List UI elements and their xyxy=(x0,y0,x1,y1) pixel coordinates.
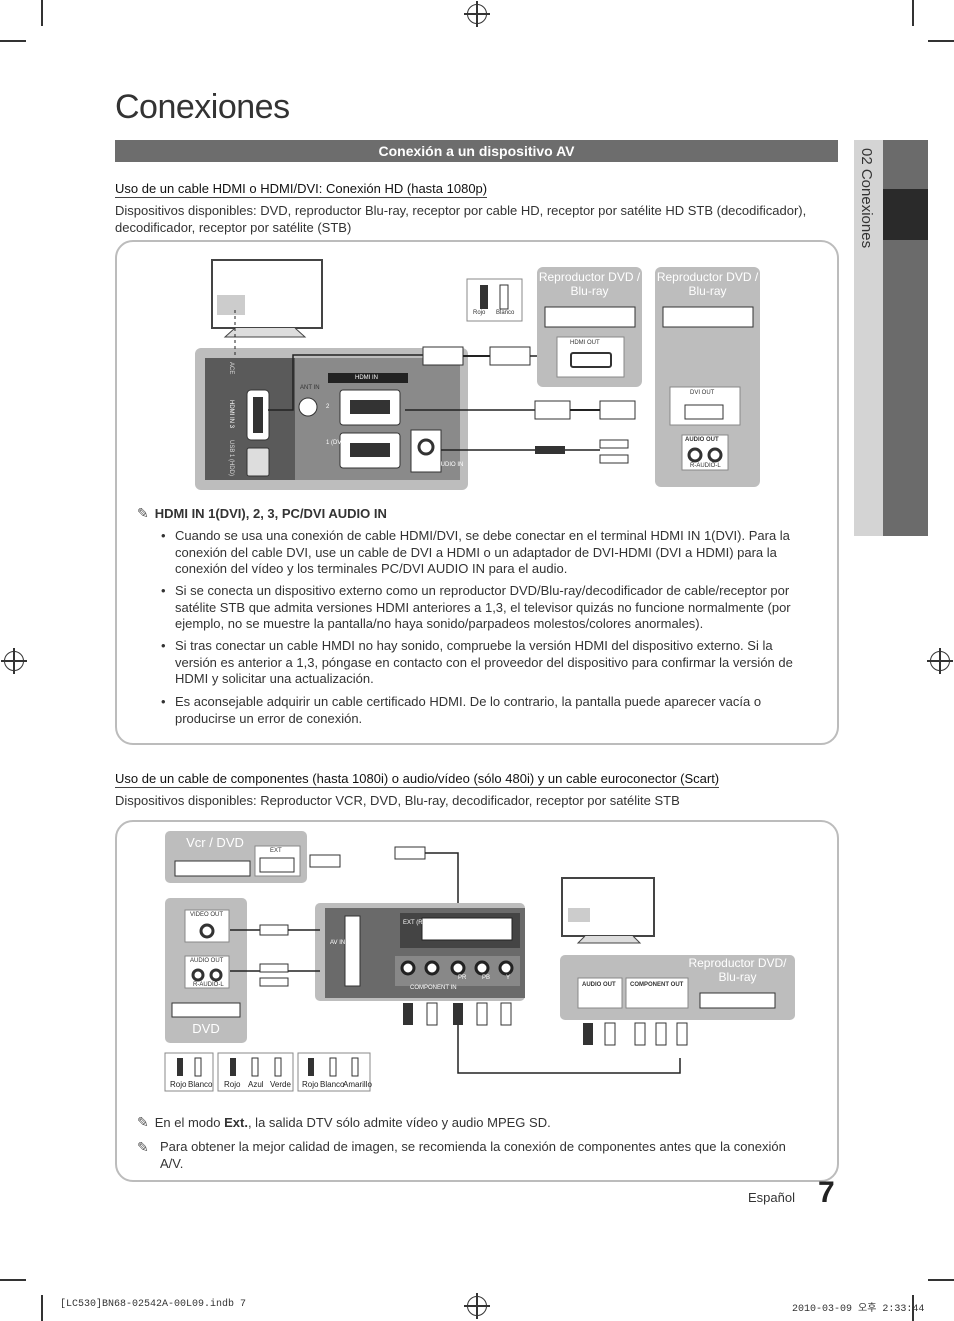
rojo-label: Rojo xyxy=(473,310,486,316)
hdmi-devices: Dispositivos disponibles: DVD, reproduct… xyxy=(115,203,807,235)
language-label: Español xyxy=(748,1190,795,1205)
hdmi-device1-label: Reproductor DVD / Blu-ray xyxy=(538,270,641,298)
pb-label: PB xyxy=(482,975,491,981)
dvi-out-label: DVI OUT xyxy=(690,390,715,396)
r-audio-l-label-2: R-AUDIO-L xyxy=(193,982,224,988)
hdmi-diagram xyxy=(195,259,760,490)
page-title: Conexiones xyxy=(115,88,290,126)
component-note-2: ✎Para obtener la mejor calidad de imagen… xyxy=(137,1139,786,1171)
ant-in-label: ANT IN xyxy=(300,385,320,391)
component-out-label: COMPONENT OUT xyxy=(630,982,684,988)
audio-out-label-2: AUDIO OUT xyxy=(190,958,224,964)
usb-label: USB 1 (HDD) xyxy=(228,440,234,477)
player-label: Reproductor DVD/ Blu-ray xyxy=(688,956,787,984)
crop-mark xyxy=(41,0,43,26)
hdmi-bullet-4: •Es aconsejable adquirir un cable certif… xyxy=(161,694,762,726)
video-out-label: VIDEO OUT xyxy=(190,912,224,918)
ext-rgb-label: EXT (RGB) xyxy=(403,920,434,926)
crop-mark xyxy=(0,1279,26,1281)
note-pencil-icon: ✎ xyxy=(137,1139,149,1155)
hdmi-heading: Uso de un cable HDMI o HDMI/DVI: Conexió… xyxy=(115,181,488,198)
crop-mark xyxy=(41,1295,43,1321)
hdmi-note-title: ✎HDMI IN 1(DVI), 2, 3, PC/DVI AUDIO IN xyxy=(137,505,387,521)
dvd-label: DVD xyxy=(192,1021,220,1036)
player-audio-out-label: AUDIO OUT xyxy=(582,982,616,988)
vcr-dvd-label: Vcr / DVD xyxy=(186,835,244,850)
port-1-label: 1 (DVI) xyxy=(326,440,346,446)
hdmi-out-label: HDMI OUT xyxy=(570,340,600,346)
crop-mark xyxy=(928,1279,954,1281)
page-number: 7 xyxy=(818,1176,835,1209)
hdmi-device2-label: Reproductor DVD / Blu-ray xyxy=(656,270,759,298)
note-pencil-icon: ✎ xyxy=(137,1114,149,1130)
legend-c6: Rojo xyxy=(302,1080,319,1089)
legend-c2: Blanco xyxy=(188,1080,213,1089)
side-tab-background xyxy=(854,140,883,536)
legend-c7: Blanco xyxy=(320,1080,345,1089)
component-diagram xyxy=(164,831,795,1092)
y-label: Y xyxy=(506,975,511,981)
footer-file: [LC530]BN68-02542A-00L09.indb 7 xyxy=(60,1299,247,1310)
hdmi-bullet-1: •Cuando se usa una conexión de cable HDM… xyxy=(161,528,790,576)
crop-mark xyxy=(912,1295,914,1321)
crop-mark xyxy=(912,0,914,26)
legend-c1: Rojo xyxy=(170,1080,187,1089)
registration-mark-icon xyxy=(464,1,490,27)
audio-out-label: AUDIO OUT xyxy=(685,437,719,443)
note-pencil-icon: ✎ xyxy=(137,505,149,521)
hdmi-in-label: HDMI IN xyxy=(355,375,378,381)
component-devices: Dispositivos disponibles: Reproductor VC… xyxy=(115,793,680,808)
hdmi-in-3-label: HDMI IN 3 xyxy=(228,400,234,429)
side-tab-marker xyxy=(883,189,928,240)
hdmi-bullet-3: •Si tras conectar un cable HMDI no hay s… xyxy=(161,638,793,686)
crop-mark xyxy=(0,40,26,42)
legend-c5: Verde xyxy=(270,1080,291,1089)
registration-mark-icon xyxy=(927,648,953,674)
pr-label: PR xyxy=(458,975,467,981)
legend-c3: Rojo xyxy=(224,1080,241,1089)
blanco-label: Blanco xyxy=(496,310,515,316)
footer-date: 2010-03-09 오후 2:33:44 xyxy=(792,1304,925,1315)
side-tab-label: 02 Conexiones xyxy=(858,148,875,249)
legend-c4: Azul xyxy=(248,1080,264,1089)
section-bar: Conexión a un dispositivo AV xyxy=(115,140,838,162)
legend-c8: Amarillo xyxy=(343,1080,372,1089)
r-audio-l-label: R-AUDIO-L xyxy=(690,463,721,469)
crop-mark xyxy=(928,40,954,42)
interface-label: ACE xyxy=(228,362,234,375)
component-in-label: COMPONENT IN xyxy=(410,985,457,991)
hdmi-bullet-2: •Si se conecta un dispositivo externo co… xyxy=(161,583,791,631)
pc-dvi-audio-label: PC / DVI AUDIO IN xyxy=(412,462,464,468)
registration-mark-icon xyxy=(464,1293,490,1319)
component-heading: Uso de un cable de componentes (hasta 10… xyxy=(115,771,720,788)
component-note-1: ✎En el modo Ext., la salida DTV sólo adm… xyxy=(137,1114,551,1130)
ext-label: EXT xyxy=(270,848,282,854)
registration-mark-icon xyxy=(1,648,27,674)
av-in-label: AV IN xyxy=(330,940,346,946)
port-2-label: 2 xyxy=(326,404,330,410)
